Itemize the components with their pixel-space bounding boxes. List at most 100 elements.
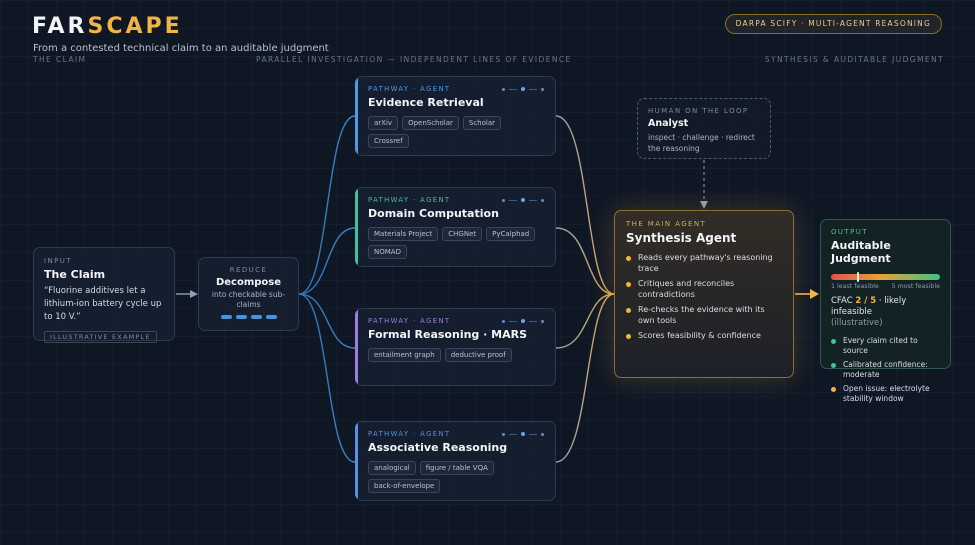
gauge-low-label: 1 least feasible xyxy=(831,283,879,290)
bullet-dot-icon xyxy=(626,334,631,339)
logo-part-scape: SCAPE xyxy=(87,14,183,39)
feasibility-score: CFAC 2 / 5 · likely infeasible (illustra… xyxy=(831,296,940,329)
tool-tag: NOMAD xyxy=(368,245,407,259)
column-label-synthesis: SYNTHESIS & AUDITABLE JUDGMENT xyxy=(764,55,944,64)
output-kicker: OUTPUT xyxy=(831,228,868,236)
score-value: 2 / 5 xyxy=(855,296,877,306)
pathway-card-evidence-retrieval[interactable]: PATHWAY · AGENT Evidence Retrieval arXiv… xyxy=(355,76,556,156)
decompose-title: Decompose xyxy=(215,277,282,288)
score-note: (illustrative) xyxy=(831,318,883,328)
list-item: Reads every pathway's reasoning trace xyxy=(626,253,782,274)
app-logo: FARSCAPE xyxy=(32,14,183,39)
tool-tag: Crossref xyxy=(368,134,409,148)
synthesis-agent-card[interactable]: THE MAIN AGENT Synthesis Agent Reads eve… xyxy=(614,210,794,378)
pathway-accent-bar xyxy=(355,422,358,500)
list-item: Open issue: electrolyte stability window xyxy=(831,384,940,404)
feasibility-gauge xyxy=(831,272,940,282)
tool-tag: OpenScholar xyxy=(402,116,459,130)
tool-tag: back-of-envelope xyxy=(368,479,441,493)
bullet-dot-icon xyxy=(626,282,631,287)
list-item: Scores feasibility & confidence xyxy=(626,331,782,342)
pathway-card-formal-reasoning[interactable]: PATHWAY · AGENT Formal Reasoning · MARS … xyxy=(355,308,556,386)
synthesis-to-output-arrow xyxy=(795,289,819,299)
analyst-title: Analyst xyxy=(648,118,689,129)
decompose-body: into checkable sub-claims xyxy=(211,290,286,309)
pathway-card-domain-computation[interactable]: PATHWAY · AGENT Domain Computation Mater… xyxy=(355,187,556,267)
input-claim-card[interactable]: INPUT The Claim “Fluorine additives let … xyxy=(33,247,175,343)
claim-quote: “Fluorine additives let a lithium-ion ba… xyxy=(44,286,162,322)
tool-tag: analogical xyxy=(368,461,416,475)
fan-in-lines xyxy=(555,115,615,463)
bullet-text: Every claim cited to source xyxy=(843,336,918,355)
pathway-accent-bar xyxy=(355,188,358,266)
synthesis-title: Synthesis Agent xyxy=(626,231,737,245)
decompose-card[interactable]: REDUCE Decompose into checkable sub-clai… xyxy=(198,257,299,331)
pathway-card-associative-reasoning[interactable]: PATHWAY · AGENT Associative Reasoning an… xyxy=(355,421,556,501)
tool-tags: Materials Project CHGNet PyCalphad NOMAD xyxy=(368,227,542,259)
sub-claim-dash xyxy=(220,315,232,319)
tool-tag: arXiv xyxy=(368,116,399,130)
sub-claim-dash xyxy=(265,315,277,319)
tool-tag: PyCalphad xyxy=(486,227,536,241)
tool-tag: Materials Project xyxy=(368,227,439,241)
input-title: The Claim xyxy=(44,268,106,281)
gauge-high-label: 5 most feasible xyxy=(891,283,940,290)
pathway-accent-bar xyxy=(355,77,358,155)
score-text: · likely infeasible xyxy=(831,296,907,317)
pathway-accent-bar xyxy=(355,309,358,385)
pathway-title: Domain Computation xyxy=(368,207,499,220)
synthesis-kicker: THE MAIN AGENT xyxy=(626,220,707,228)
claim-to-decompose-arrow xyxy=(176,290,198,298)
analyst-to-synthesis-arrow xyxy=(700,160,708,209)
bullet-text: Calibrated confidence: moderate xyxy=(843,360,928,379)
tool-tags: analogical figure / table VQA back-of-en… xyxy=(368,461,542,493)
list-item: Calibrated confidence: moderate xyxy=(831,360,940,380)
logo-part-far: FAR xyxy=(32,14,88,39)
analyst-card[interactable]: HUMAN ON THE LOOP Analyst inspect · chal… xyxy=(637,98,771,159)
tool-tag: figure / table VQA xyxy=(419,461,494,475)
output-title: Auditable Judgment xyxy=(831,239,891,265)
bullet-text: Re-checks the evidence with its own tool… xyxy=(638,305,765,325)
bullet-dot-icon xyxy=(831,387,836,392)
bullet-dot-icon xyxy=(626,256,631,261)
bullet-text: Scores feasibility & confidence xyxy=(638,331,761,340)
program-badge: DARPA SCIFY · MULTI-AGENT REASONING xyxy=(724,14,942,34)
pathway-title: Formal Reasoning · MARS xyxy=(368,328,527,341)
synthesis-bullet-list: Reads every pathway's reasoning trace Cr… xyxy=(626,253,782,342)
illustrative-example-pill: ILLUSTRATIVE EXAMPLE xyxy=(44,331,157,343)
activity-dots-icon xyxy=(502,319,544,323)
list-item: Re-checks the evidence with its own tool… xyxy=(626,305,782,326)
bullet-text: Reads every pathway's reasoning trace xyxy=(638,253,773,273)
pathway-title: Associative Reasoning xyxy=(368,441,508,454)
tool-tags: entailment graph deductive proof xyxy=(368,348,542,362)
gauge-marker xyxy=(857,272,860,282)
bullet-dot-icon xyxy=(626,308,631,313)
auditable-judgment-card[interactable]: OUTPUT Auditable Judgment 1 least feasib… xyxy=(820,219,951,403)
sub-claims-indicator xyxy=(205,315,292,319)
gauge-labels: 1 least feasible 5 most feasible xyxy=(831,283,940,290)
pathway-kicker: PATHWAY · AGENT xyxy=(368,85,451,93)
activity-dots-icon xyxy=(502,432,544,436)
list-item: Critiques and reconciles contradictions xyxy=(626,279,782,300)
bullet-text: Open issue: electrolyte stability window xyxy=(843,384,930,403)
activity-dots-icon xyxy=(502,87,544,91)
tool-tag: Scholar xyxy=(462,116,502,130)
tool-tag: entailment graph xyxy=(368,348,441,362)
analyst-kicker: HUMAN ON THE LOOP xyxy=(648,107,749,115)
tool-tags: arXiv OpenScholar Scholar Crossref xyxy=(368,116,542,148)
analyst-body: inspect · challenge · redirect the reaso… xyxy=(648,133,755,153)
pathway-kicker: PATHWAY · AGENT xyxy=(368,430,451,438)
sub-claim-dash xyxy=(250,315,262,319)
bullet-dot-icon xyxy=(831,339,836,344)
pathway-kicker: PATHWAY · AGENT xyxy=(368,196,451,204)
sub-claim-dash xyxy=(235,315,247,319)
pathway-kicker: PATHWAY · AGENT xyxy=(368,317,451,325)
column-label-claim: THE CLAIM xyxy=(33,55,87,64)
tool-tag: deductive proof xyxy=(444,348,512,362)
column-label-parallel: PARALLEL INVESTIGATION — INDEPENDENT LIN… xyxy=(256,55,572,64)
input-kicker: INPUT xyxy=(44,257,72,265)
tool-tag: CHGNet xyxy=(442,227,483,241)
bullet-dot-icon xyxy=(831,363,836,368)
activity-dots-icon xyxy=(502,198,544,202)
bullet-text: Critiques and reconciles contradictions xyxy=(638,279,735,299)
